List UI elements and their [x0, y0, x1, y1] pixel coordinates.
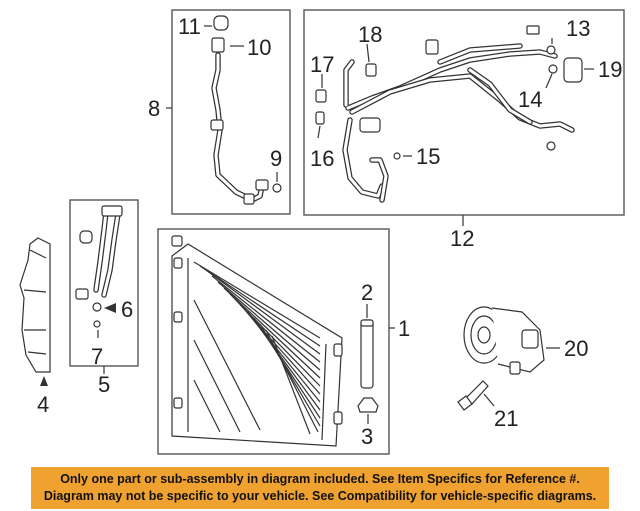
group-box-1 [157, 228, 390, 455]
callout-4: 4 [37, 392, 49, 417]
group-box-12 [303, 9, 625, 216]
callout-9: 9 [270, 146, 282, 171]
callout-6: 6 [121, 297, 133, 322]
callout-1: 1 [398, 316, 410, 341]
callout-14: 14 [518, 87, 542, 112]
condenser-core [171, 235, 343, 447]
parts-diagram: 11 10 8 9 18 17 16 15 13 19 14 12 6 7 5 … [19, 9, 625, 455]
callout-17: 17 [310, 52, 334, 77]
mounting-bolt [457, 380, 489, 411]
disclaimer-line-2: Diagram may not be specific to your vehi… [43, 489, 597, 503]
group-box-8 [171, 9, 291, 215]
callout-16: 16 [310, 146, 334, 171]
callout-15: 15 [416, 144, 440, 169]
callout-5: 5 [98, 372, 110, 397]
callout-7: 7 [91, 344, 103, 369]
air-guide-part [19, 237, 51, 373]
callout-3: 3 [361, 424, 373, 449]
callout-12: 12 [450, 226, 474, 251]
callout-18: 18 [358, 22, 382, 47]
callout-10: 10 [247, 35, 271, 60]
receiver-drier [357, 319, 379, 413]
callout-21: 21 [494, 406, 518, 431]
callout-8: 8 [148, 96, 160, 121]
callout-19: 19 [598, 57, 622, 82]
disclaimer-banner: Only one part or sub-assembly in diagram… [31, 467, 609, 509]
callout-11: 11 [178, 14, 201, 39]
liquid-hose [75, 205, 123, 328]
suction-liquid-lines [315, 25, 583, 203]
callout-6-arrow [104, 303, 116, 313]
callout-4-arrow [40, 376, 48, 386]
disclaimer-line-1: Only one part or sub-assembly in diagram… [60, 472, 580, 486]
callout-13: 13 [566, 16, 590, 41]
compressor [463, 306, 545, 375]
callout-2: 2 [361, 280, 373, 305]
discharge-hose [210, 15, 282, 205]
callout-20: 20 [564, 336, 588, 361]
